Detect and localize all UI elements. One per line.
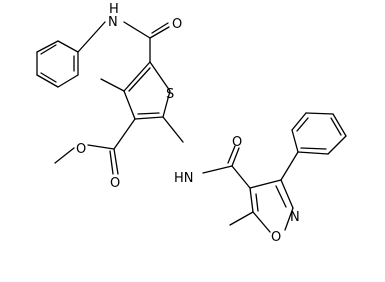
- bond-nh-carbonyl: [123, 21, 151, 39]
- bond-ester-o: [87, 144, 115, 150]
- atom-label-o-amide-mid: O: [232, 135, 242, 150]
- bond-methyl-isox: [229, 211, 254, 226]
- atom-label-nh-mid: HN: [174, 171, 194, 186]
- atom-label-o-ester-single: O: [76, 142, 86, 157]
- bond-ring-ester: [113, 118, 136, 150]
- bond-phenyl-nh: [77, 21, 106, 53]
- bond-co-top: [149, 26, 170, 39]
- bond-isox-phenyl: [280, 151, 299, 181]
- bond-methyl-top: [100, 78, 125, 92]
- bond-ring-nh: [162, 116, 184, 143]
- atom-label-n-isox: N: [290, 210, 300, 225]
- atom-label-o-isox: O: [271, 230, 281, 245]
- atom-label-s: S: [166, 87, 174, 102]
- bond-nh-carbonyl2: [202, 165, 233, 174]
- phenyl-ring-left: [36, 40, 79, 88]
- atom-label-n-top: N: [108, 15, 118, 30]
- atom-label-h-top: H: [109, 2, 119, 17]
- bond-ester-co: [113, 148, 119, 175]
- atom-label-o-amide-top: O: [172, 17, 182, 32]
- bond-o-methyl: [54, 147, 75, 164]
- atom-label-o-ester-double: O: [110, 176, 120, 191]
- bond-carbonyl-isox: [231, 165, 251, 189]
- phenyl-ring-right: [291, 112, 347, 155]
- isoxazole-ring: [249, 179, 294, 233]
- thiophene-ring: [123, 61, 171, 120]
- bond-co-mid: [231, 147, 240, 167]
